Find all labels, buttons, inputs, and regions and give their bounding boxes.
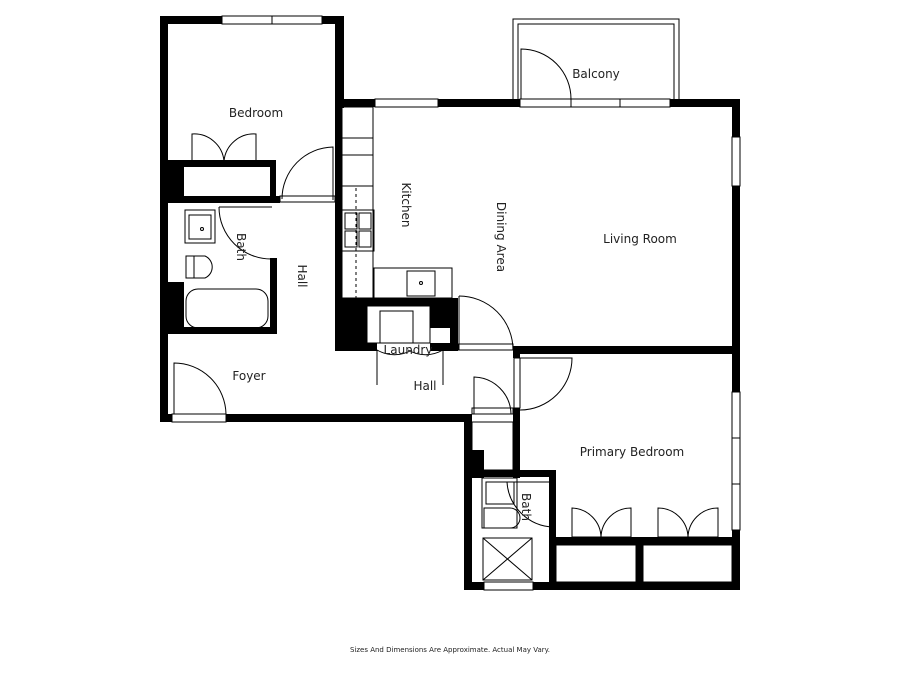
room-label-bath: Bath (234, 233, 248, 261)
balcony-door-opening (519, 98, 572, 108)
walls (160, 16, 740, 590)
room-label-foyer: Foyer (232, 369, 265, 383)
room-labels: Bedroom Balcony Kitchen Dining Area Livi… (229, 67, 684, 521)
fixtures (184, 106, 733, 583)
disclaimer: Sizes And Dimensions Are Approximate. Ac… (349, 646, 551, 654)
doors (171, 133, 719, 541)
window (731, 437, 741, 485)
room-label-balcony: Balcony (572, 67, 620, 81)
room-label-hall-2: Hall (413, 379, 436, 393)
kitchen-sink-icon (406, 270, 436, 297)
windows (221, 15, 741, 591)
window (570, 98, 621, 108)
kitchen-counter (341, 106, 374, 299)
window (731, 483, 741, 531)
balcony (512, 18, 680, 102)
window (483, 581, 534, 591)
sink-icon (184, 209, 216, 244)
bathtub-icon (185, 288, 269, 329)
room-label-kitchen: Kitchen (399, 182, 413, 227)
window (731, 391, 741, 439)
stove-icon (341, 209, 375, 252)
room-label-hall: Hall (295, 264, 309, 287)
room-label-laundry: Laundry (384, 343, 433, 357)
room-label-bedroom: Bedroom (229, 106, 283, 120)
toilet-icon (185, 255, 213, 279)
window (271, 15, 323, 25)
window (731, 136, 741, 187)
toilet-icon (483, 507, 521, 529)
washer-icon (379, 310, 414, 344)
window (374, 98, 439, 108)
balcony-door-swing (520, 48, 572, 101)
shower-icon (482, 537, 533, 581)
room-label-dining-area: Dining Area (494, 202, 508, 272)
window (221, 15, 273, 25)
room-label-living-room: Living Room (603, 232, 677, 246)
room-label-bath-2: Bath (519, 493, 533, 521)
room-label-primary-bedroom: Primary Bedroom (580, 445, 684, 459)
sink-icon (485, 481, 515, 505)
window (619, 98, 671, 108)
